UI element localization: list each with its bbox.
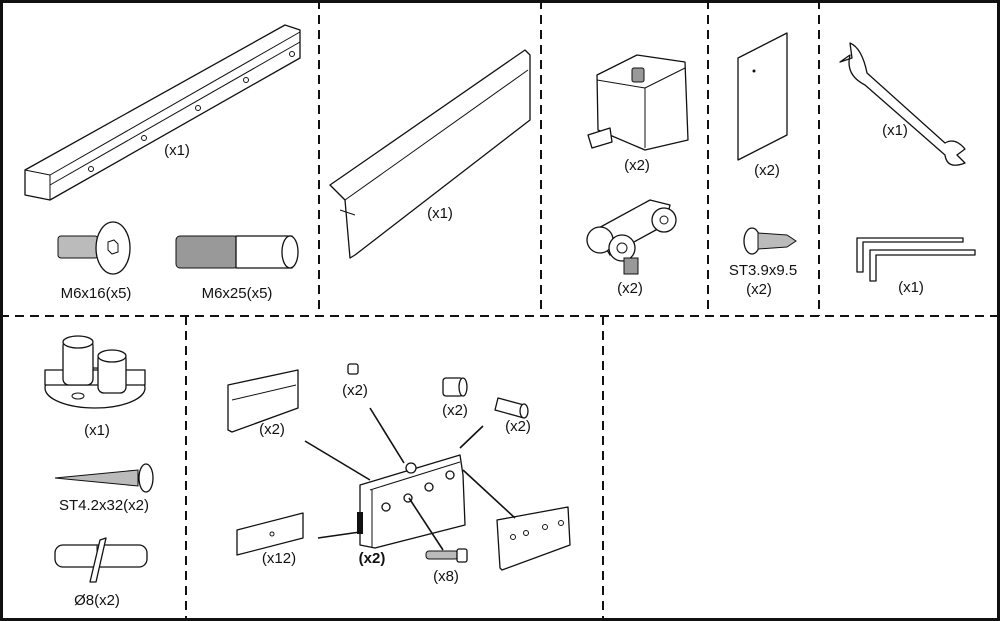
clamp-icon <box>357 454 466 549</box>
fascia-qty: (x1) <box>427 205 453 222</box>
top-plate-qty: (x2) <box>259 421 285 438</box>
plate-qty: (x2) <box>754 162 780 179</box>
bolt-qty: (x8) <box>433 568 459 585</box>
trolley-qty: (x2) <box>617 280 643 297</box>
nut-m6x25-label: M6x25(x5) <box>201 285 273 302</box>
side-plate-icon <box>496 506 571 571</box>
wall-plug-label: Ø8(x2) <box>74 592 120 609</box>
hex-keys-icon <box>856 237 976 282</box>
trolley-icon <box>586 199 677 275</box>
floor-guide-icon <box>44 335 146 409</box>
stopper-qty: (x2) <box>624 157 650 174</box>
shim-icon <box>236 512 304 556</box>
screw-m6x16-label: M6x16(x5) <box>60 285 132 302</box>
small-screw-qty: (x2) <box>342 382 368 399</box>
rail-icon <box>24 24 301 201</box>
screw-st42-label: ST4.2x32(x2) <box>58 497 150 514</box>
fascia-icon <box>329 49 531 259</box>
short-spacer-icon <box>442 377 468 397</box>
bolt-icon <box>425 548 468 563</box>
screw-st39-qty: (x2) <box>746 281 772 298</box>
rail-qty: (x1) <box>164 142 190 159</box>
nut-m6x25-icon <box>175 235 299 269</box>
shim-qty: (x12) <box>261 550 297 567</box>
screw-st39-label: ST3.9x9.5 <box>728 262 798 279</box>
wrench-qty: (x1) <box>882 122 908 139</box>
wall-plug-icon <box>54 537 148 583</box>
small-screw-icon <box>347 363 359 375</box>
floor-guide-qty: (x1) <box>84 422 110 439</box>
hex-keys-qty: (x1) <box>898 279 924 296</box>
leader-lines <box>304 407 516 551</box>
screw-st42-icon <box>54 463 154 493</box>
clamp-qty: (x2) <box>358 550 386 567</box>
top-plate-icon <box>227 369 299 433</box>
screw-m6x16-icon <box>57 221 131 275</box>
stopper-icon <box>587 54 689 151</box>
long-spacer-icon <box>494 397 529 419</box>
short-spacer-qty: (x2) <box>442 402 468 419</box>
long-spacer-qty: (x2) <box>505 418 531 435</box>
plate-icon <box>737 32 788 161</box>
screw-st39-icon <box>743 227 797 255</box>
wrench-icon <box>839 42 966 166</box>
